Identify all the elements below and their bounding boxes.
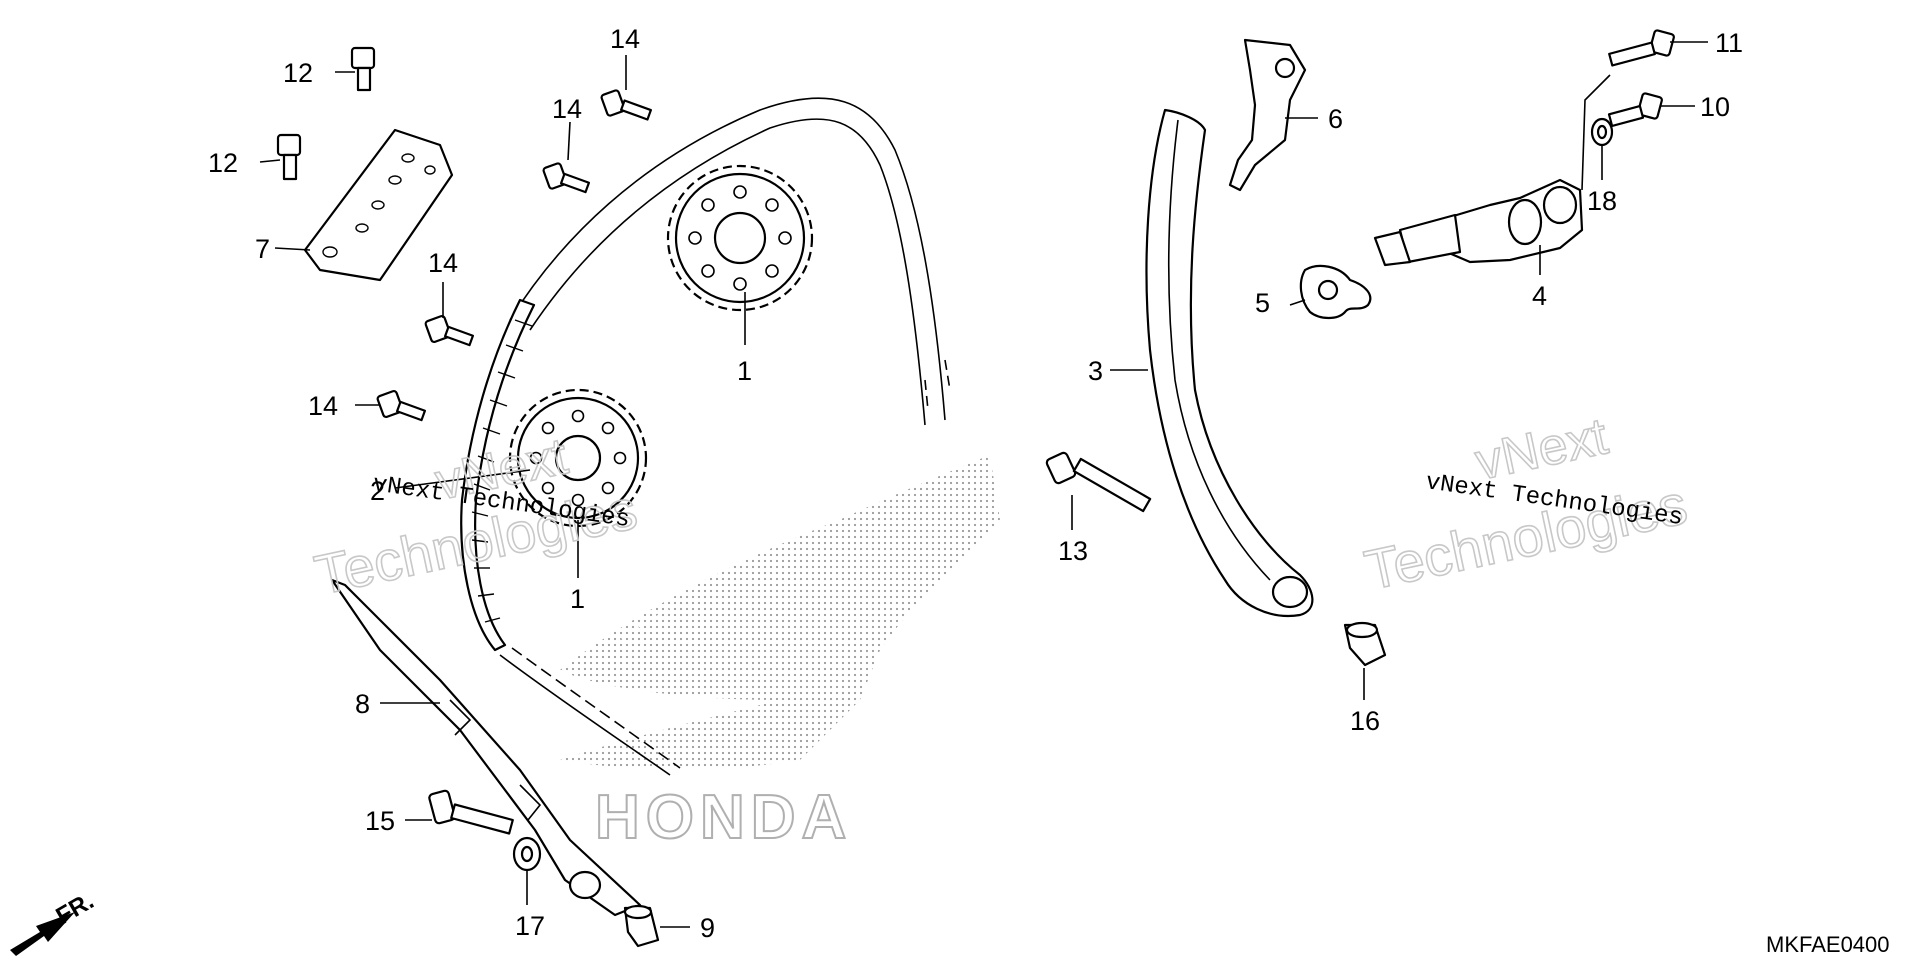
tensioner-arm (1145, 108, 1314, 618)
callout-2: 2 (370, 476, 385, 506)
callout-9: 9 (700, 913, 715, 943)
callout-13: 13 (1058, 536, 1088, 566)
callout-16: 16 (1350, 706, 1380, 736)
washer-18 (1590, 117, 1614, 147)
bolt-15 (428, 789, 514, 835)
callout-1-upper: 1 (737, 356, 752, 386)
callout-14-c: 14 (428, 248, 458, 278)
callout-6: 6 (1328, 104, 1343, 134)
leader-lines (259, 41, 1708, 928)
bolt-14-b (542, 162, 591, 194)
callout-7: 7 (255, 234, 270, 264)
tensioner-gasket (1299, 264, 1372, 320)
callout-3: 3 (1088, 356, 1103, 386)
collar-9 (623, 904, 660, 948)
callout-labels: 12 12 7 14 14 14 14 1 1 2 8 15 17 9 3 13… (208, 24, 1743, 943)
callout-15: 15 (365, 806, 395, 836)
callout-1-lower: 1 (570, 584, 585, 614)
bolt-14-c (424, 314, 475, 347)
bolt-13 (1045, 451, 1152, 513)
callout-14-b: 14 (552, 94, 582, 124)
bolt-14-a (600, 89, 652, 121)
callout-11: 11 (1715, 28, 1743, 58)
honda-wing-watermark (560, 455, 1000, 770)
callout-12-lower: 12 (208, 148, 238, 178)
tensioner-bracket (1228, 38, 1307, 192)
diagram-code: MKFAE0400 (1766, 932, 1890, 957)
cam-chain (460, 97, 951, 776)
collar-16 (1343, 621, 1387, 667)
bolt-14-d (376, 389, 427, 422)
callout-18: 18 (1587, 186, 1617, 216)
front-direction-arrow: FR. (10, 887, 98, 956)
watermark-right: vNext Technologies vNext Technologies (1359, 406, 1693, 602)
bolt-11 (1608, 29, 1675, 67)
callout-5: 5 (1255, 288, 1270, 318)
cam-sprocket-lower (508, 388, 648, 528)
callout-8: 8 (355, 689, 370, 719)
bolt-12-upper (350, 46, 376, 92)
callout-12-upper: 12 (283, 58, 313, 88)
callout-10: 10 (1700, 92, 1730, 122)
honda-brand-mark: HONDA (595, 783, 852, 852)
callout-14-d: 14 (308, 391, 338, 421)
cam-sprocket-upper (666, 164, 814, 312)
bolt-10 (1607, 92, 1663, 128)
callout-17: 17 (515, 911, 545, 941)
callout-4: 4 (1532, 281, 1547, 311)
callout-14-a: 14 (610, 24, 640, 54)
washer-17 (512, 836, 542, 872)
bolt-12-lower (276, 133, 302, 181)
tensioner-lifter (1373, 178, 1584, 267)
